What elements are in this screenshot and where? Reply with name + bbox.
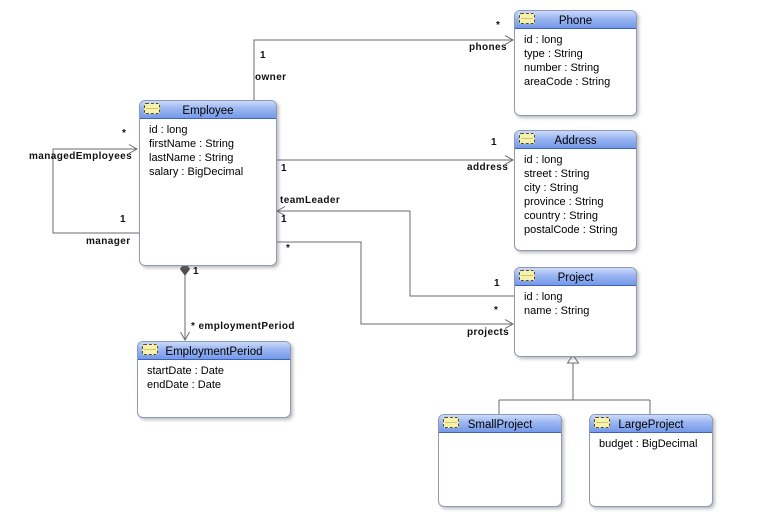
class-header[interactable]: Employee [140, 101, 276, 119]
multiplicity-manager: 1 [120, 214, 126, 225]
multiplicity-employment-employee: 1 [193, 266, 199, 277]
attribute: lastName : String [149, 152, 234, 164]
attribute: type : String [524, 48, 583, 60]
edge-projects [275, 241, 515, 329]
multiplicity-owner: 1 [260, 50, 266, 61]
class-header[interactable]: Phone [515, 11, 636, 29]
multiplicity-address: 1 [491, 137, 497, 148]
role-employment-period: * employmentPeriod [191, 321, 295, 332]
class-attributes: id : long firstName : String lastName : St… [140, 119, 276, 179]
class-attributes: budget : BigDecimal [590, 433, 712, 451]
class-icon [519, 13, 535, 24]
class-phone[interactable]: Phone id : long type : String number : Str… [514, 10, 637, 116]
class-header[interactable]: SmallProject [439, 415, 561, 433]
class-header[interactable]: Address [515, 131, 636, 149]
class-icon [443, 417, 459, 428]
attribute: areaCode : String [524, 76, 611, 88]
attribute: firstName : String [149, 138, 234, 150]
multiplicity-managed-employees: * [122, 128, 126, 139]
attribute: id : long [524, 34, 563, 46]
attribute: endDate : Date [147, 379, 221, 391]
edge-manager-managed [52, 144, 139, 234]
class-icon [519, 133, 535, 144]
attribute: id : long [524, 154, 563, 166]
class-title: LargeProject [618, 419, 684, 431]
class-large-project[interactable]: LargeProject budget : BigDecimal [589, 414, 713, 507]
edge-generalization [498, 354, 651, 414]
class-title: EmploymentPeriod [165, 346, 263, 358]
class-attributes [439, 433, 561, 437]
attribute: postalCode : String [524, 224, 618, 236]
multiplicity-projects-employee: * [286, 243, 290, 254]
class-attributes: id : long type : String number : String are… [515, 29, 636, 89]
class-employment-period[interactable]: EmploymentPeriod startDate : Date endDate… [137, 341, 291, 418]
attribute: number : String [524, 62, 600, 74]
edge-owner-phones [253, 35, 515, 100]
multiplicity-phones: * [496, 20, 500, 31]
attribute: city : String [524, 182, 579, 194]
class-icon [144, 103, 160, 114]
class-title: Address [554, 135, 597, 147]
class-attributes: id : long name : String [515, 286, 636, 318]
edge-employment-period [179, 262, 191, 342]
role-address: address [467, 162, 509, 173]
attribute: province : String [524, 196, 604, 208]
class-title: Phone [558, 15, 593, 27]
role-team-leader: teamLeader [280, 195, 341, 206]
class-icon [594, 417, 610, 428]
attribute: street : String [524, 168, 590, 180]
class-title: Project [557, 272, 594, 284]
multiplicity-team-leader-project: 1 [494, 278, 500, 289]
attribute: budget : BigDecimal [599, 438, 698, 450]
attribute: startDate : Date [147, 365, 225, 377]
class-icon [142, 344, 158, 355]
class-employee[interactable]: Employee id : long firstName : String last… [139, 100, 277, 266]
edge-address [275, 155, 515, 165]
class-header[interactable]: EmploymentPeriod [138, 342, 290, 360]
multiplicity-address-employee: 1 [281, 163, 287, 174]
attribute: name : String [524, 305, 590, 317]
class-attributes: id : long street : String city : String pro… [515, 149, 636, 237]
role-manager: manager [86, 236, 131, 247]
multiplicity-team-leader-employee: 1 [281, 214, 287, 225]
role-managed-employees: managedEmployees [29, 151, 133, 162]
attribute: salary : BigDecimal [149, 166, 244, 178]
class-project[interactable]: Project id : long name : String [514, 267, 637, 357]
class-icon [519, 270, 535, 281]
class-header[interactable]: LargeProject [590, 415, 712, 433]
attribute: country : String [524, 210, 598, 222]
edge-team-leader [275, 206, 514, 297]
class-title: Employee [182, 105, 234, 117]
class-attributes: startDate : Date endDate : Date [138, 360, 290, 392]
attribute: id : long [149, 124, 188, 136]
multiplicity-projects: * [494, 305, 498, 316]
role-projects: projects [467, 327, 510, 338]
attribute: id : long [524, 291, 563, 303]
class-title: SmallProject [467, 419, 533, 431]
class-small-project[interactable]: SmallProject [438, 414, 562, 507]
class-address[interactable]: Address id : long street : String city : S… [514, 130, 637, 251]
role-owner: owner [255, 72, 287, 83]
role-phones: phones [469, 42, 507, 53]
class-header[interactable]: Project [515, 268, 636, 286]
